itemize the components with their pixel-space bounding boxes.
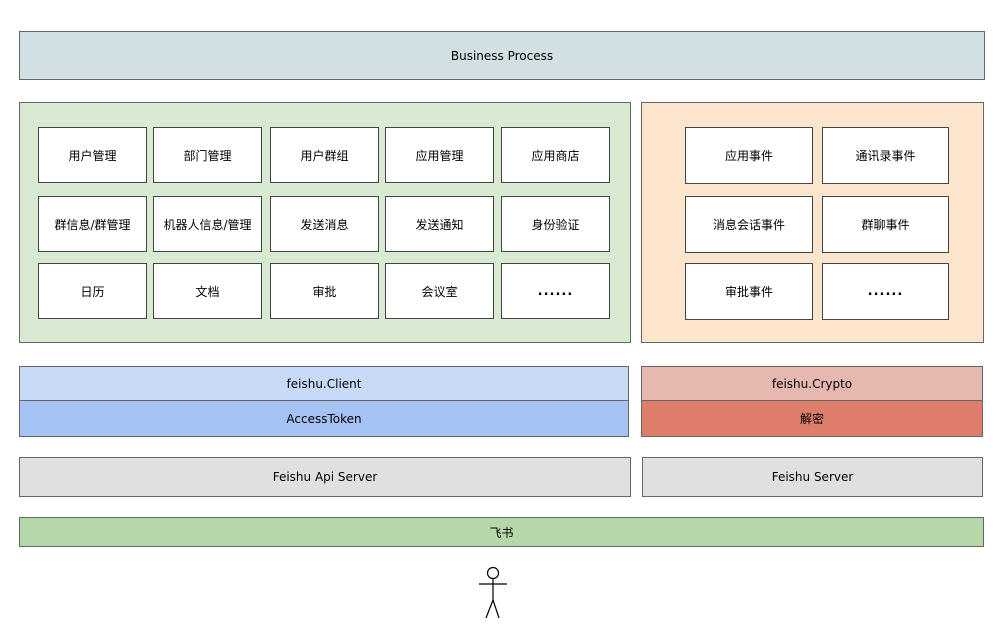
api-cell-auth: 身份验证 <box>501 196 610 252</box>
business-process-label: Business Process <box>450 48 554 63</box>
feishu-crypto-label: feishu.Crypto <box>771 376 853 391</box>
api-cell-bot-info: 机器人信息/管理 <box>153 196 262 252</box>
api-cell-send-message: 发送消息 <box>270 196 379 252</box>
api-cell-group-info: 群信息/群管理 <box>38 196 147 252</box>
event-cell-approval-events: 审批事件 <box>685 263 813 320</box>
feishu-server-label: Feishu Server <box>771 470 854 484</box>
api-cell-docs: 文档 <box>153 263 262 319</box>
api-cell-app-management: 应用管理 <box>385 127 494 183</box>
business-process-bar: Business Process <box>19 31 985 80</box>
api-cell-send-notification: 发送通知 <box>385 196 494 252</box>
api-cell-more: ...... <box>501 263 610 319</box>
api-cell-approval: 审批 <box>270 263 379 319</box>
event-cell-app-events: 应用事件 <box>685 127 813 184</box>
event-cell-contacts-events: 通讯录事件 <box>822 127 949 184</box>
feishu-base-label: 飞书 <box>489 525 514 540</box>
api-cell-department-management: 部门管理 <box>153 127 262 183</box>
decrypt-label: 解密 <box>799 412 824 426</box>
event-cell-message-events: 消息会话事件 <box>685 196 813 253</box>
api-cell-user-groups: 用户群组 <box>270 127 379 183</box>
feishu-api-server-label: Feishu Api Server <box>272 470 378 484</box>
feishu-server-bar: Feishu Server <box>642 457 983 497</box>
decrypt-bar: 解密 <box>641 400 983 437</box>
stick-figure-actor-icon <box>479 566 507 619</box>
feishu-crypto-bar: feishu.Crypto <box>641 366 983 401</box>
feishu-client-bar: feishu.Client <box>19 366 629 401</box>
event-cell-more: ...... <box>822 263 949 320</box>
access-token-bar: AccessToken <box>19 400 629 437</box>
access-token-label: AccessToken <box>286 411 362 426</box>
feishu-api-server-bar: Feishu Api Server <box>19 457 631 497</box>
api-cell-meeting-room: 会议室 <box>385 263 494 319</box>
feishu-client-label: feishu.Client <box>286 376 362 391</box>
api-cell-user-management: 用户管理 <box>38 127 147 183</box>
api-cell-calendar: 日历 <box>38 263 147 319</box>
event-cell-group-chat-events: 群聊事件 <box>822 196 949 253</box>
feishu-base-bar: 飞书 <box>19 517 984 547</box>
api-cell-app-store: 应用商店 <box>501 127 610 183</box>
